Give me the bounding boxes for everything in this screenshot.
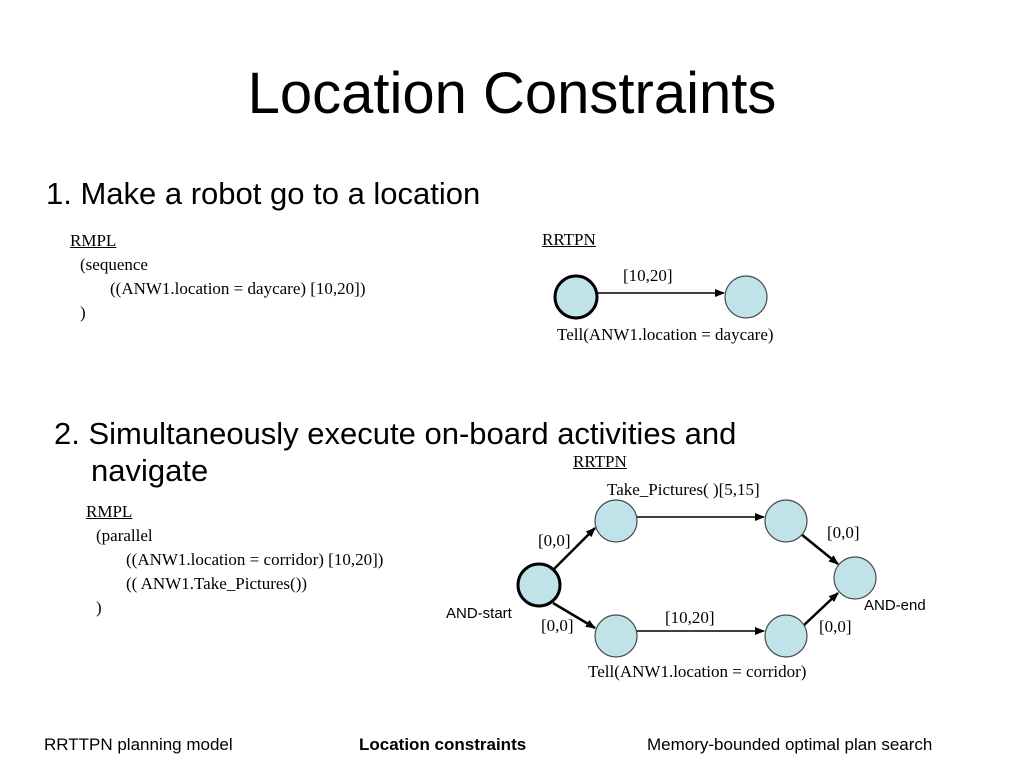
- rmpl-line: (parallel: [96, 526, 153, 545]
- rmpl-line: ((ANW1.location = corridor) [10,20]): [126, 550, 384, 569]
- footer-right: Memory-bounded optimal plan search: [647, 735, 933, 754]
- edge-and-start-to-bottom: [552, 601, 596, 630]
- footer-left: RRTTPN planning model: [44, 735, 233, 754]
- rmpl-line: ((ANW1.location = daycare) [10,20]): [110, 279, 366, 298]
- rrtpn-label-2: RRTPN: [573, 452, 627, 471]
- bound-start-bottom-label: [0,0]: [541, 616, 574, 635]
- footer-center: Location constraints: [359, 735, 527, 754]
- rmpl-block-2: RMPL (parallel ((ANW1.location = corrido…: [86, 500, 383, 620]
- top-end-node: [764, 499, 808, 543]
- rmpl-label-2: RMPL: [86, 502, 133, 521]
- and-end-node: [833, 556, 877, 600]
- bound-start-top-label: [0,0]: [538, 531, 571, 550]
- section-1-heading: 1. Make a robot go to a location: [46, 176, 481, 211]
- edge-bound-label: [10,20]: [623, 266, 673, 285]
- bound-bottom-end-label: [0,0]: [819, 617, 852, 636]
- rmpl-line: (( ANW1.Take_Pictures()): [126, 574, 308, 593]
- edge-activity-label: Tell(ANW1.location = daycare): [557, 325, 774, 344]
- rmpl-line: ): [80, 303, 86, 322]
- bound-bottom-mid-label: [10,20]: [665, 608, 715, 627]
- and-start-label: AND-start: [446, 605, 512, 622]
- rmpl-label-1: RMPL: [70, 231, 117, 250]
- and-start-node: [516, 562, 562, 608]
- bottom-start-node: [594, 614, 638, 658]
- bottom-activity-label: Tell(ANW1.location = corridor): [588, 662, 807, 681]
- edge-bottom-to-and-end: [802, 592, 839, 627]
- edge-top-to-and-end: [800, 533, 839, 565]
- top-start-node: [594, 499, 638, 543]
- rmpl-line: (sequence: [80, 255, 148, 274]
- start-node-1: [553, 274, 599, 320]
- section-2-heading-line-2: navigate: [91, 453, 209, 488]
- slide-title: Location Constraints: [247, 61, 777, 126]
- top-activity-label: Take_Pictures( )[5,15]: [607, 480, 760, 499]
- rrtpn-label-1: RRTPN: [542, 230, 596, 249]
- edge-and-start-to-top: [552, 527, 596, 571]
- and-end-label: AND-end: [864, 597, 926, 614]
- bound-top-end-label: [0,0]: [827, 523, 860, 542]
- rmpl-block-1: RMPL (sequence ((ANW1.location = daycare…: [70, 229, 366, 325]
- rmpl-line: ): [96, 598, 102, 617]
- section-2-heading-line-1: 2. Simultaneously execute on-board activ…: [54, 416, 737, 451]
- end-node-1: [724, 275, 768, 319]
- bottom-end-node: [764, 614, 808, 658]
